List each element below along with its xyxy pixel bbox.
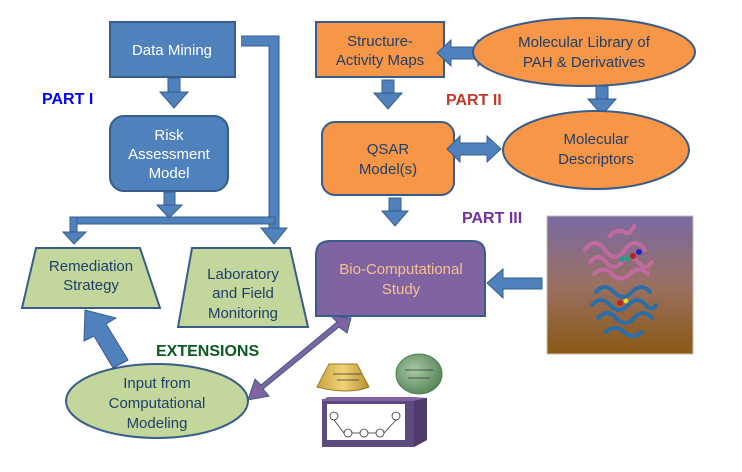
node-qsar-line2: Model(s) (359, 161, 417, 178)
node-mol-library-line2: PAH & Derivatives (523, 54, 645, 71)
double-arrow-bio-comp-input (247, 315, 352, 401)
connector-datamining-to-lab (241, 36, 279, 232)
node-lab-field-line2: and Field (212, 285, 274, 302)
node-comp-input (65, 363, 249, 439)
connector-outline (241, 35, 280, 232)
node-bio-study-line2: Study (382, 281, 421, 298)
node-risk-model (109, 115, 229, 192)
node-mol-descriptors-line2: Descriptors (558, 151, 634, 168)
node-risk-model-line2: Assessment (128, 146, 211, 163)
node-comp-input-line2: Computational (109, 395, 206, 412)
node-sar-maps (315, 21, 445, 78)
node-risk-model-line1: Risk (154, 127, 184, 144)
protein-structure-image (546, 215, 694, 355)
arrow-shaft (595, 85, 609, 101)
node-lab-field-line1: Laboratory (207, 266, 279, 283)
node-remediation (20, 247, 162, 309)
part2-label: PART II (446, 92, 502, 109)
node-data-mining (109, 21, 236, 78)
cucurbituril-host-image (395, 353, 443, 395)
arrow-protein-to-bio (486, 267, 543, 300)
arrow-shaft (167, 77, 181, 94)
node-lab-field (176, 247, 310, 328)
arrow-library-to-descriptors (586, 98, 618, 116)
arrow-shaft (388, 197, 402, 213)
node-remediation-line1: Remediation (49, 258, 133, 275)
node-sar-maps-line2: Activity Maps (336, 52, 424, 69)
node-lab-field-line3: Monitoring (208, 305, 278, 322)
arrow-shaft (163, 191, 176, 207)
node-qsar-line1: QSAR (367, 141, 410, 158)
node-comp-input-line3: Modeling (127, 415, 188, 432)
node-sar-maps-line1: Structure- (347, 33, 413, 50)
arrow-dm-to-risk (158, 91, 190, 109)
arrow-shaft (381, 79, 395, 95)
arrow-input-to-remediation (83, 309, 129, 369)
node-mol-descriptors-line1: Molecular (563, 131, 628, 148)
bus-line (69, 216, 276, 225)
cyclodextrin-host-image (316, 363, 370, 392)
node-bio-study (315, 240, 486, 317)
node-remediation-line2: Strategy (63, 277, 119, 294)
node-mol-library (472, 17, 696, 87)
part3-label: PART III (462, 210, 522, 227)
macrocycle-box-host-image (322, 397, 427, 447)
node-mol-library-line1: Molecular Library of (518, 34, 651, 51)
node-bio-study-line1: Bio-Computational (339, 261, 462, 278)
arrow-qsar-to-bio (380, 210, 410, 227)
extensions-label: EXTENSIONS (156, 343, 259, 360)
part1-label: PART I (42, 91, 93, 108)
node-risk-model-line3: Model (149, 165, 190, 182)
node-mol-descriptors (502, 110, 690, 190)
double-arrow-qsar-descriptors (446, 134, 502, 164)
protein-domain-pink (583, 224, 654, 281)
arrow-sar-to-qsar (372, 92, 404, 110)
arrow-to-remediation (61, 231, 88, 245)
node-data-mining-label: Data Mining (132, 42, 212, 59)
node-qsar (321, 121, 455, 196)
arrow-risk-to-bus (155, 204, 184, 219)
node-comp-input-line1: Input from (123, 375, 191, 392)
arrow-to-lab (259, 227, 289, 245)
ligand-atoms (617, 249, 642, 306)
protein-domain-blue (590, 285, 658, 338)
